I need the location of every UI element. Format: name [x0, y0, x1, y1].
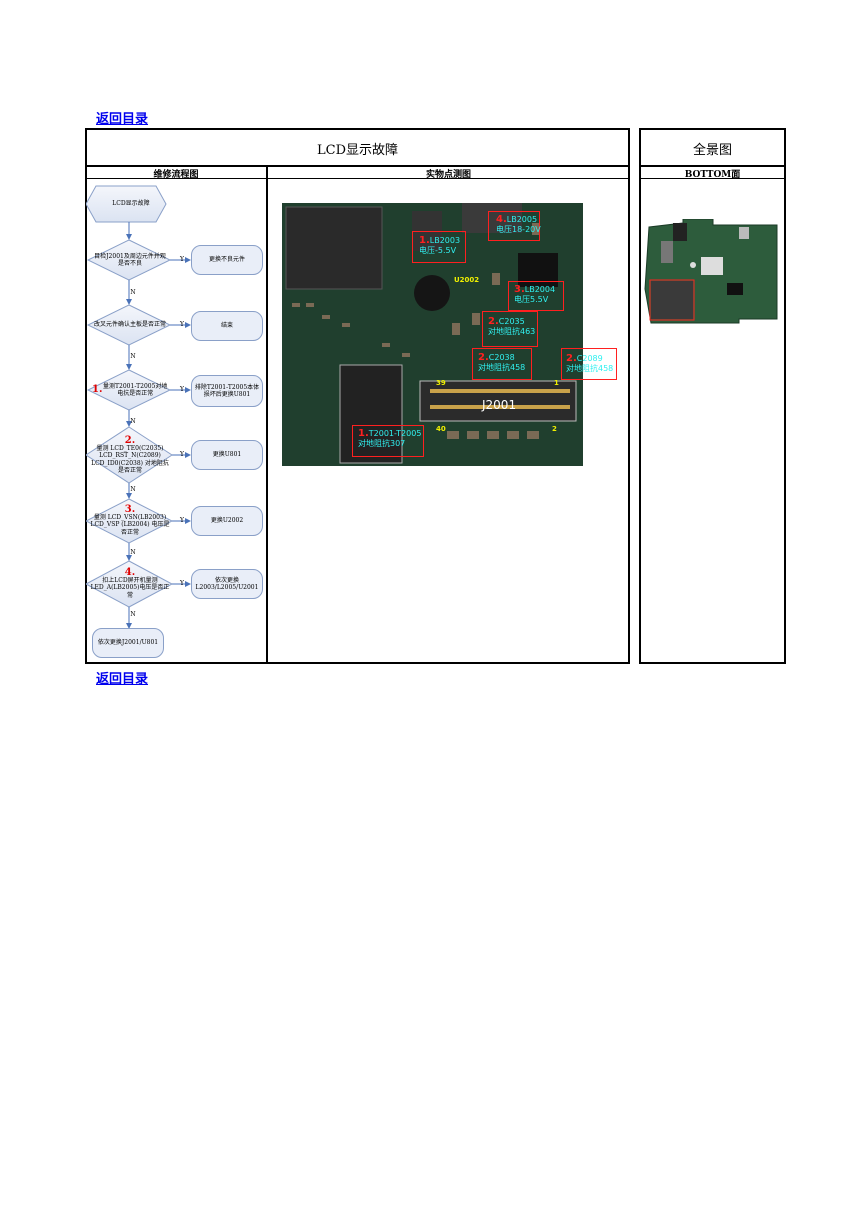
pin-label: 1: [554, 379, 559, 387]
step-text: 量测T2001-T2005对地电抗是否正常: [103, 382, 168, 398]
divider: [86, 165, 629, 167]
overview-table: [639, 128, 786, 664]
divider: [86, 178, 629, 179]
step-number: 3.: [124, 504, 136, 515]
divider: [640, 165, 785, 167]
step-text: 扣上LCD屏开机量测 LED_A(LB2005)电压是否正常: [90, 576, 170, 599]
yes-marker: Y: [180, 321, 184, 329]
overview-title: 全景图: [692, 142, 732, 157]
pin-label: 39: [436, 379, 446, 387]
flow-action-0: 更换不良元件: [191, 245, 263, 275]
highlight-box: [482, 311, 538, 347]
no-marker: N: [130, 289, 136, 297]
flow-action-4: 更换U2002: [191, 506, 263, 536]
flow-action-2: 排除T2001-T2005本体损坏后更换U801: [191, 375, 263, 407]
pin-label: 2: [552, 425, 557, 433]
no-marker: N: [130, 549, 136, 557]
step-number: 4.: [124, 567, 136, 578]
pin-label: 40: [436, 425, 446, 433]
start-node: [86, 185, 167, 223]
flow-action-5: 依次更换 L2003/L2005/U2001: [191, 569, 263, 599]
no-marker: N: [130, 418, 136, 426]
highlight-box: [508, 281, 564, 311]
flow-action-1: 结束: [191, 311, 263, 341]
column-header-flow: 维修流程图: [153, 170, 199, 180]
no-marker: N: [130, 611, 136, 619]
highlight-box: [561, 348, 617, 380]
back-to-toc-link-top[interactable]: 返回目录: [96, 112, 149, 127]
pcb-artwork: [282, 203, 583, 466]
flow-question-3: 2. 量测 LCD_TE0(C2035) LCD_RST_N(C2089) LC…: [90, 429, 170, 483]
step-text: 量测 LCD_VSN(LB2003) LCD_VSP (LB2004) 电压是否…: [90, 513, 170, 536]
board-overview-photo: [644, 219, 778, 324]
flow-question-2: 1.量测T2001-T2005对地电抗是否正常: [92, 374, 168, 406]
no-marker: N: [130, 486, 136, 494]
step-text: 量测 LCD_TE0(C2035) LCD_RST_N(C2089) LCD_I…: [91, 444, 169, 475]
divider: [266, 166, 268, 663]
page-title: LCD显示故障: [316, 143, 398, 158]
yes-marker: Y: [180, 580, 184, 588]
yes-marker: Y: [180, 386, 184, 394]
flowchart-diagram: [86, 185, 191, 629]
step-number: 1.: [92, 384, 103, 396]
no-marker: N: [130, 353, 136, 361]
flow-start-label: LCD显示故障: [112, 200, 150, 208]
highlight-box: [352, 425, 424, 457]
flow-end: 依次更换J2001/U801: [92, 628, 164, 658]
column-header-photo: 实物点测图: [425, 170, 471, 180]
flow-question-0: 目检J2001及周边元件并观是否不良: [94, 252, 166, 268]
highlight-box: [472, 348, 532, 380]
main-table: [85, 128, 630, 664]
highlight-box: [488, 211, 540, 241]
yes-marker: Y: [180, 256, 184, 264]
connector-label: J2001: [482, 398, 517, 412]
step-number: 2.: [124, 435, 136, 447]
yes-marker: Y: [180, 451, 184, 459]
highlight-box: [412, 231, 466, 263]
yes-marker: Y: [180, 517, 184, 525]
flow-question-5: 4. 扣上LCD屏开机量测 LED_A(LB2005)电压是否正常: [90, 564, 170, 604]
component-label: U2002: [454, 276, 480, 284]
flow-action-3: 更换U801: [191, 440, 263, 470]
column-header-bottom: BOTTOM面: [684, 170, 741, 180]
divider: [640, 178, 785, 179]
flow-question-1: 改叉元件确认主板是否正常: [93, 321, 166, 329]
back-to-toc-link-bottom[interactable]: 返回目录: [96, 672, 149, 687]
flow-question-4: 3. 量测 LCD_VSN(LB2003) LCD_VSP (LB2004) 电…: [90, 501, 170, 541]
